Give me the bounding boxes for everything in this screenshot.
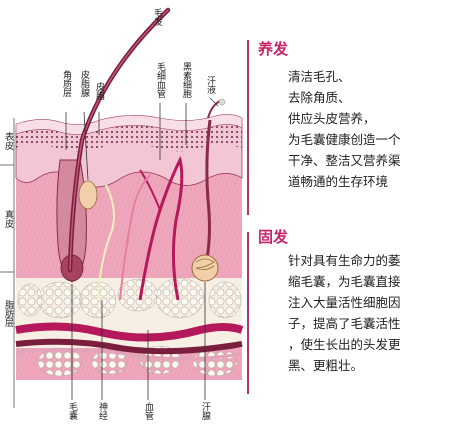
section2-divider [247,232,249,394]
section2-line: 缩毛囊，为毛囊直接 [288,274,401,289]
skin-cross-section-diagram: 毛发 角质层 皮脂腺 皮脂 毛细血管 黑素细胞 汗液 表皮 真皮 脂肪层 毛囊 … [0,7,244,420]
label-fat-layer: 脂肪层 [3,300,13,327]
section2-title: 固发 [258,228,289,246]
label-capillary: 毛细血管 [155,62,165,98]
skin-illustration [0,7,244,408]
label-stratum-corneum: 角质层 [61,70,71,97]
section1-line: 去除角质、 [288,90,351,105]
section1-divider [247,40,249,215]
section2-line: 针对具有生命力的萎 [288,253,401,268]
section1-line: 为毛囊健康创造一个 [288,132,401,147]
section1-line: 干净、整洁又营养渠 [288,153,401,168]
label-epidermis: 表皮 [3,132,13,150]
section1-line: 道畅通的生存环境 [288,174,389,189]
section2-line: 黑、更粗壮。 [288,358,364,373]
section1-title: 养发 [258,40,289,58]
section2-line: ，使生长出的头发更 [288,337,401,352]
section2-line: 子，提高了毛囊活性 [288,316,401,331]
label-sweat-gland: 汗腺 [200,402,210,420]
label-hair: 毛发 [152,8,162,26]
section2-text: 针对具有生命力的萎 缩毛囊，为毛囊直接 注入大量活性细胞因 子，提高了毛囊活性 … [288,250,448,376]
label-sweat: 汗液 [205,76,215,94]
section1-text: 清洁毛孔、 去除角质、 供应头皮营养， 为毛囊健康创造一个 干净、整洁又营养渠 … [288,66,448,192]
label-sebum: 皮脂 [94,82,104,100]
label-dermis: 真皮 [3,210,13,228]
section1-line: 清洁毛孔、 [288,69,351,84]
label-sebaceous-gland: 皮脂腺 [79,70,89,97]
section1-line: 供应头皮营养， [288,111,376,126]
label-nerve: 神经 [97,402,107,420]
label-follicle: 毛囊 [67,402,77,420]
label-melanocyte: 黑素细胞 [181,62,191,98]
label-blood-vessel: 血管 [143,402,153,420]
section2-line: 注入大量活性细胞因 [288,295,401,310]
